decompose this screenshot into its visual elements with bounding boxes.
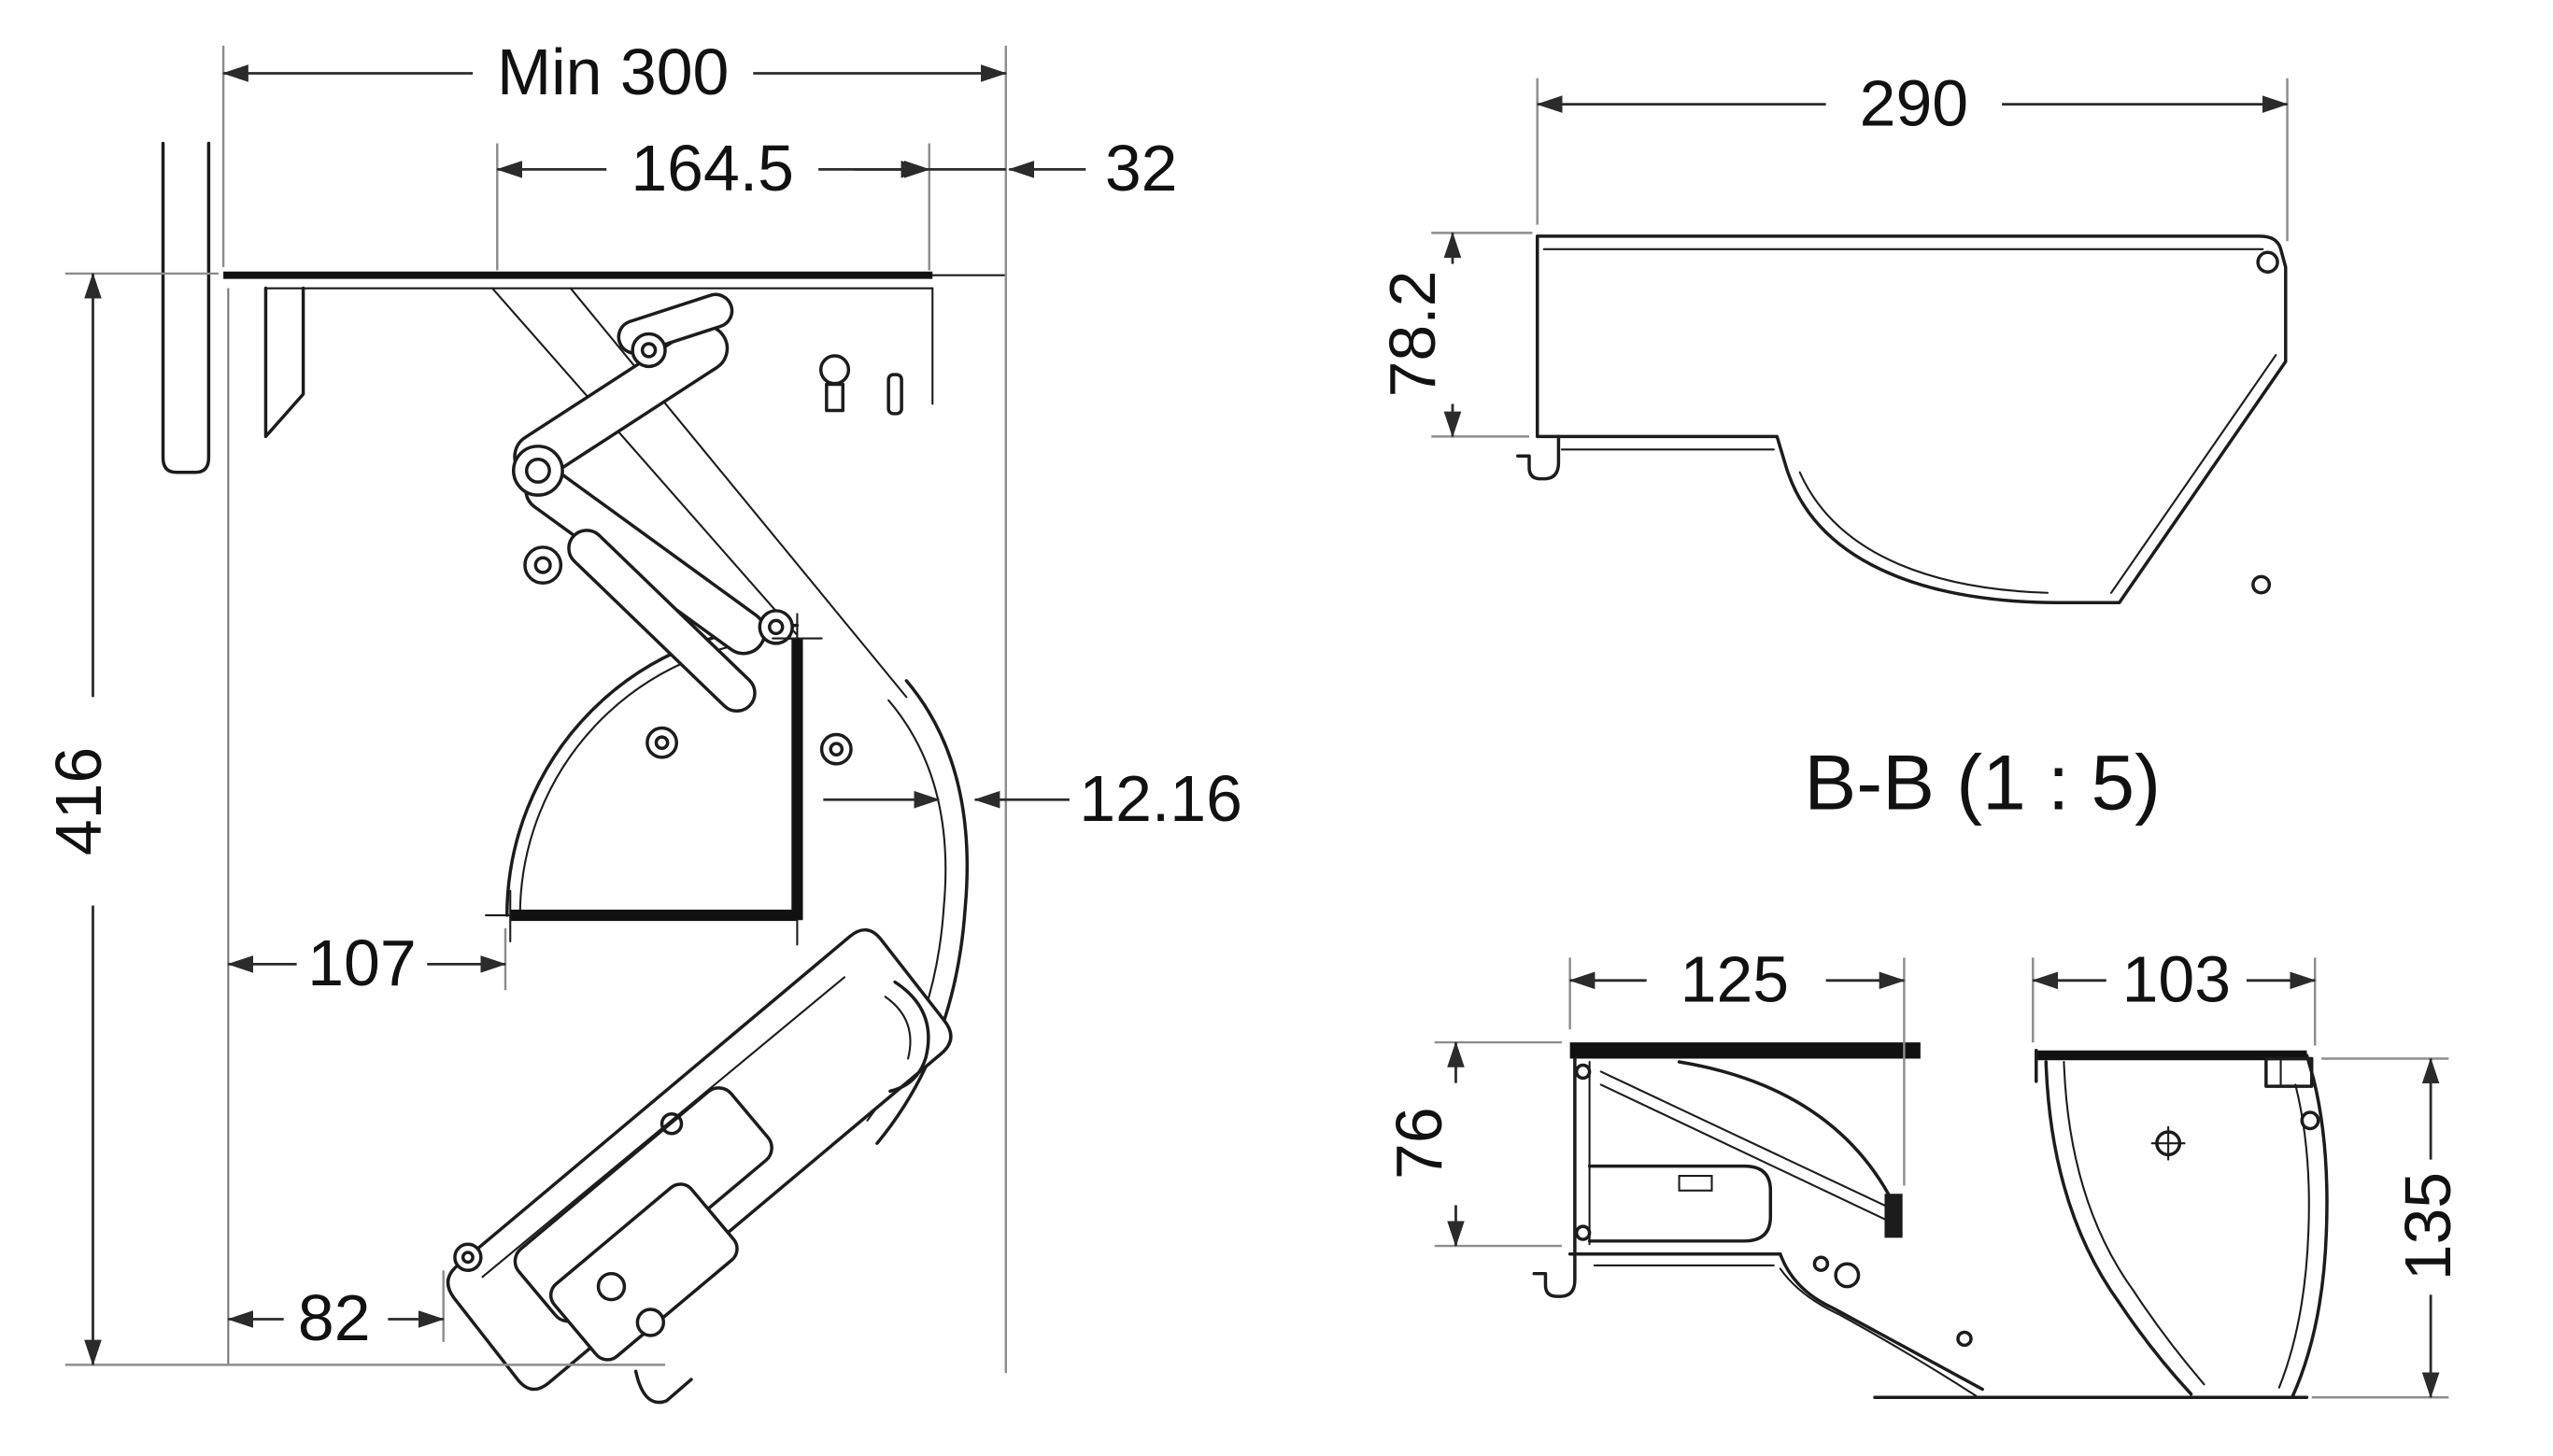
door-section-inner-arc <box>2044 1060 2193 1396</box>
dim-label-left-height: 76 <box>1383 1107 1455 1180</box>
door-front-curve <box>875 679 970 1145</box>
dim-label-bottom-offset: 82 <box>298 1281 371 1354</box>
dim-label-housing-width: 290 <box>1860 66 1968 139</box>
mount-hook <box>1516 434 1561 481</box>
door-swing-shell <box>505 623 800 917</box>
door-stop-tab <box>888 980 930 1094</box>
mount-hook <box>1532 1252 1577 1298</box>
door-section-outer-arc <box>2291 1053 2329 1399</box>
bolt <box>2300 1110 2320 1131</box>
dim-label-right-width: 103 <box>2122 942 2231 1015</box>
dim-label-right-height: 135 <box>2391 1172 2464 1280</box>
side-view-drawing <box>161 141 1006 1405</box>
screw <box>2256 250 2279 274</box>
retracted-door-arc <box>1677 1060 1898 1210</box>
dim-label-left-width: 125 <box>1681 942 1789 1015</box>
dim-label-pivot-offset: 107 <box>307 926 416 999</box>
wall-strip <box>161 141 211 474</box>
inner-shelf <box>1587 1164 1773 1243</box>
lift-arm-front <box>567 529 757 714</box>
dim-label-housing-height: 78.2 <box>1376 271 1449 398</box>
corner-fitting <box>2264 1056 2314 1088</box>
side-view-dimensions: Min 300 164.5 32 416 107 82 12.16 <box>42 35 1242 1374</box>
section-view-drawing <box>1532 1042 2329 1399</box>
dim-label-min-width: Min 300 <box>497 35 729 108</box>
door-foot <box>633 1369 693 1405</box>
dim-label-arm-reach: 164.5 <box>631 132 794 205</box>
section-title: B-B (1 : 5) <box>1804 739 2161 827</box>
door-bracket <box>548 1182 739 1362</box>
screw <box>818 354 851 386</box>
housing-outline <box>1535 234 2288 604</box>
pivot-main <box>511 445 564 497</box>
chute-outer <box>1779 1252 1984 1392</box>
cabinet-side-profile <box>263 286 305 439</box>
screw <box>2251 574 2272 595</box>
front-view-drawing <box>1516 234 2288 604</box>
door-edge-section <box>1884 1194 1903 1238</box>
dim-label-panel-thickness: 12.16 <box>1079 762 1242 835</box>
dim-label-edge-offset: 32 <box>1105 132 1178 205</box>
section-view-dimensions: 125 103 76 135 <box>1383 942 2464 1399</box>
dim-label-total-height: 416 <box>42 747 115 855</box>
front-view-dimensions: 290 78.2 <box>1376 66 2289 438</box>
